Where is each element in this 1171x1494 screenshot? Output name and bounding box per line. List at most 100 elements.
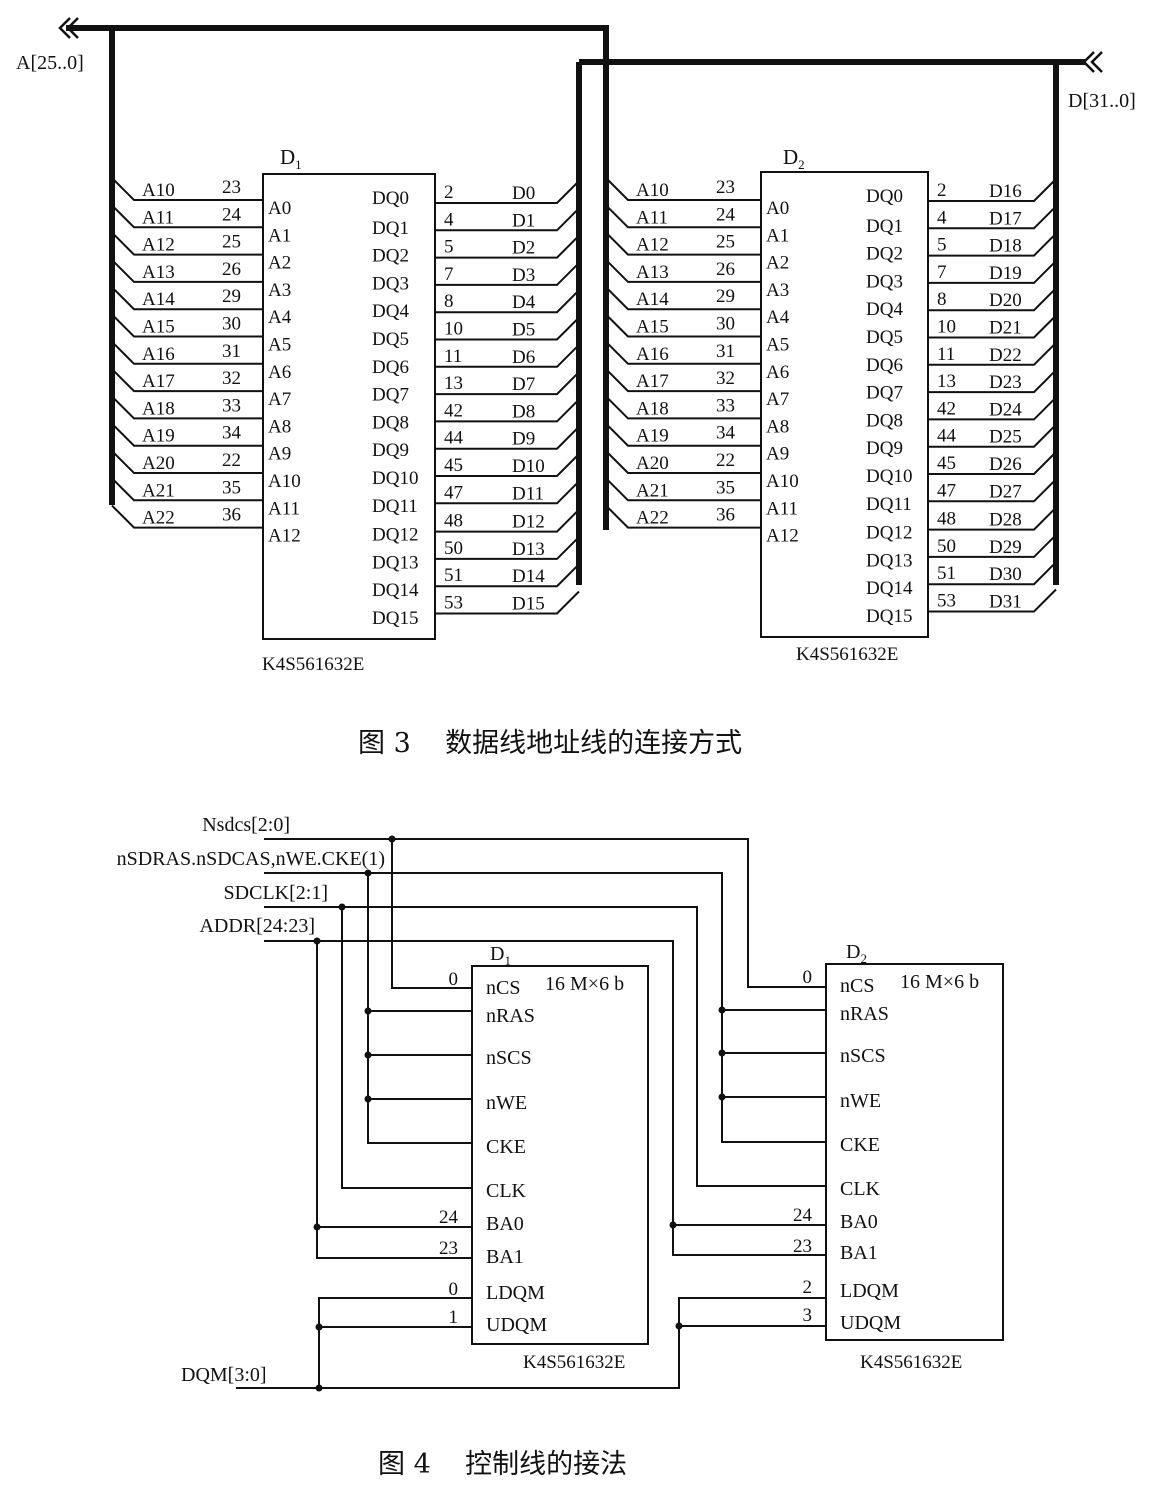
wire-d1-control — [367, 873, 472, 1144]
data-pin-number: 8 — [444, 291, 454, 312]
address-pin-number: 35 — [716, 477, 735, 498]
wire-d1-ncs — [391, 839, 472, 989]
data-pin-number: 53 — [444, 593, 463, 614]
data-port-label: DQ1 — [372, 218, 409, 239]
data-pin-number: 4 — [444, 209, 454, 230]
data-line — [435, 563, 580, 588]
data-port-label: DQ10 — [372, 468, 418, 489]
data-port-label: DQ7 — [866, 383, 903, 404]
address-pin-number: 24 — [716, 204, 736, 225]
pin-number: 2 — [803, 1277, 813, 1298]
data-port-label: DQ11 — [866, 494, 912, 515]
address-port-label: A4 — [268, 307, 292, 328]
address-net-label: A16 — [142, 344, 175, 365]
chip-d2-part: K4S561632E — [796, 644, 898, 665]
data-pin-number: 48 — [937, 509, 956, 530]
figure-3: A[25..0] D[31..0] D1 D2 K4S561632E K4S56… — [16, 17, 1136, 759]
address-pin-number: 29 — [222, 286, 241, 307]
figure-3-caption: 图 3 数据线地址线的连接方式 — [358, 728, 742, 759]
address-pin-number: 36 — [716, 505, 735, 526]
data-port-label: DQ2 — [866, 244, 903, 265]
data-port-label: DQ1 — [866, 216, 903, 237]
chip4-d2-title: D2 — [846, 941, 867, 966]
chip4-d2-body — [825, 963, 1004, 1341]
data-port-label: DQ14 — [372, 580, 419, 601]
data-line — [928, 287, 1057, 312]
address-net-label: A16 — [636, 344, 669, 365]
address-port-label: A1 — [766, 225, 789, 246]
address-line — [111, 231, 263, 256]
wire-sdclk — [264, 906, 826, 1187]
address-pin-number: 22 — [716, 450, 735, 471]
data-line — [435, 590, 580, 615]
address-line — [605, 368, 761, 393]
address-port-label: A10 — [268, 471, 301, 492]
chip-d1-body — [262, 173, 436, 640]
address-net-label: A20 — [636, 453, 669, 474]
chip4-d2-capacity: 16 M×6 b — [900, 971, 979, 993]
data-net-label: D21 — [989, 318, 1022, 339]
data-net-label: D2 — [512, 238, 535, 259]
data-net-label: D27 — [989, 481, 1022, 502]
data-port-label: DQ8 — [866, 410, 903, 431]
junction-dot — [718, 1049, 726, 1057]
signal-label-nsdcs: Nsdcs[2:0] — [202, 814, 290, 836]
port-label: CLK — [840, 1178, 881, 1200]
data-net-label: D15 — [512, 594, 545, 615]
data-net-label: D18 — [989, 236, 1022, 257]
address-bus-arrow-icon — [58, 17, 79, 39]
data-pin-number: 42 — [444, 400, 463, 421]
data-pin-number: 2 — [937, 180, 947, 201]
data-line — [435, 536, 580, 560]
address-pin-number: 33 — [716, 395, 735, 416]
chip4-d1-title: D1 — [490, 943, 511, 968]
address-net-label: A17 — [636, 371, 669, 392]
data-net-label: D16 — [989, 181, 1022, 202]
address-net-label: A15 — [142, 317, 175, 338]
address-net-label: A19 — [636, 426, 669, 447]
address-line — [605, 477, 761, 502]
data-pin-number: 13 — [444, 373, 463, 394]
address-net-label: A18 — [142, 398, 175, 419]
data-pin-number: 47 — [937, 480, 956, 501]
pin-number: 0 — [803, 967, 813, 988]
data-line — [435, 480, 580, 505]
signal-label-dqm: DQM[3:0] — [181, 1364, 267, 1386]
pin-number: 24 — [439, 1207, 459, 1228]
junction-dot — [388, 835, 396, 843]
port-label: nCS — [840, 975, 874, 997]
address-port-label: A3 — [268, 280, 291, 301]
data-bus-label: D[31..0] — [1068, 90, 1136, 112]
data-port-label: DQ3 — [866, 271, 903, 292]
address-line — [605, 259, 761, 283]
chip4-d1-part: K4S561632E — [523, 1352, 625, 1373]
data-line — [928, 451, 1057, 475]
junction-dot — [315, 1323, 323, 1331]
junction-dot — [364, 1095, 372, 1103]
data-net-label: D17 — [989, 208, 1022, 229]
data-pin-number: 50 — [444, 538, 463, 559]
data-port-label: DQ13 — [866, 550, 912, 571]
address-line — [605, 395, 761, 420]
junction-dot — [338, 903, 346, 911]
address-port-label: A7 — [766, 389, 789, 410]
address-line — [111, 477, 263, 502]
data-bus-arrow-icon — [1082, 51, 1103, 73]
chip-d2-title: D2 — [783, 145, 805, 172]
data-port-label: DQ8 — [372, 412, 409, 433]
address-line — [111, 504, 263, 529]
address-port-label: A8 — [766, 416, 789, 437]
port-label: CKE — [486, 1136, 526, 1158]
address-pin-number: 26 — [222, 259, 241, 280]
data-port-label: DQ0 — [866, 186, 903, 207]
data-pin-number: 5 — [444, 237, 454, 258]
address-net-label: A15 — [636, 317, 669, 338]
data-net-label: D9 — [512, 429, 535, 450]
port-label: nCS — [486, 977, 520, 999]
address-port-label: A3 — [766, 280, 789, 301]
data-line — [435, 262, 580, 286]
address-pin-number: 30 — [716, 314, 735, 335]
data-pin-number: 51 — [444, 565, 463, 586]
data-net-label: D10 — [512, 456, 545, 477]
data-pin-number: 48 — [444, 511, 463, 532]
